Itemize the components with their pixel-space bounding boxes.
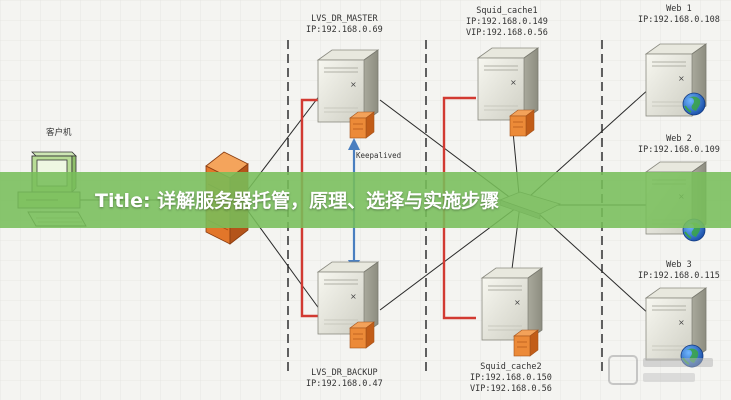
web3-label: Web 3 IP:192.168.0.115 [638, 260, 720, 281]
squid-cache1-label: Squid_cache1 IP:192.168.0.149 VIP:192.16… [466, 6, 548, 38]
lvs-master-label: LVS_DR_MASTER IP:192.168.0.69 [306, 14, 383, 35]
squid-cache2-label: Squid_cache2 IP:192.168.0.150 VIP:192.16… [470, 362, 552, 394]
title-banner [0, 172, 731, 228]
page-title: Title: 详解服务器托管，原理、选择与实施步骤 [95, 190, 500, 212]
lvs-backup-label: LVS_DR_BACKUP IP:192.168.0.47 [306, 368, 383, 389]
watermark-logo-icon [608, 355, 713, 385]
keepalived-label: Keepalived [356, 151, 402, 160]
client-label: 客户机 [46, 128, 72, 138]
web2-label: Web 2 IP:192.168.0.109 [638, 134, 720, 155]
web1-server-icon [645, 43, 707, 117]
web1-label: Web 1 IP:192.168.0.108 [638, 4, 720, 25]
globe-icon [682, 92, 706, 116]
